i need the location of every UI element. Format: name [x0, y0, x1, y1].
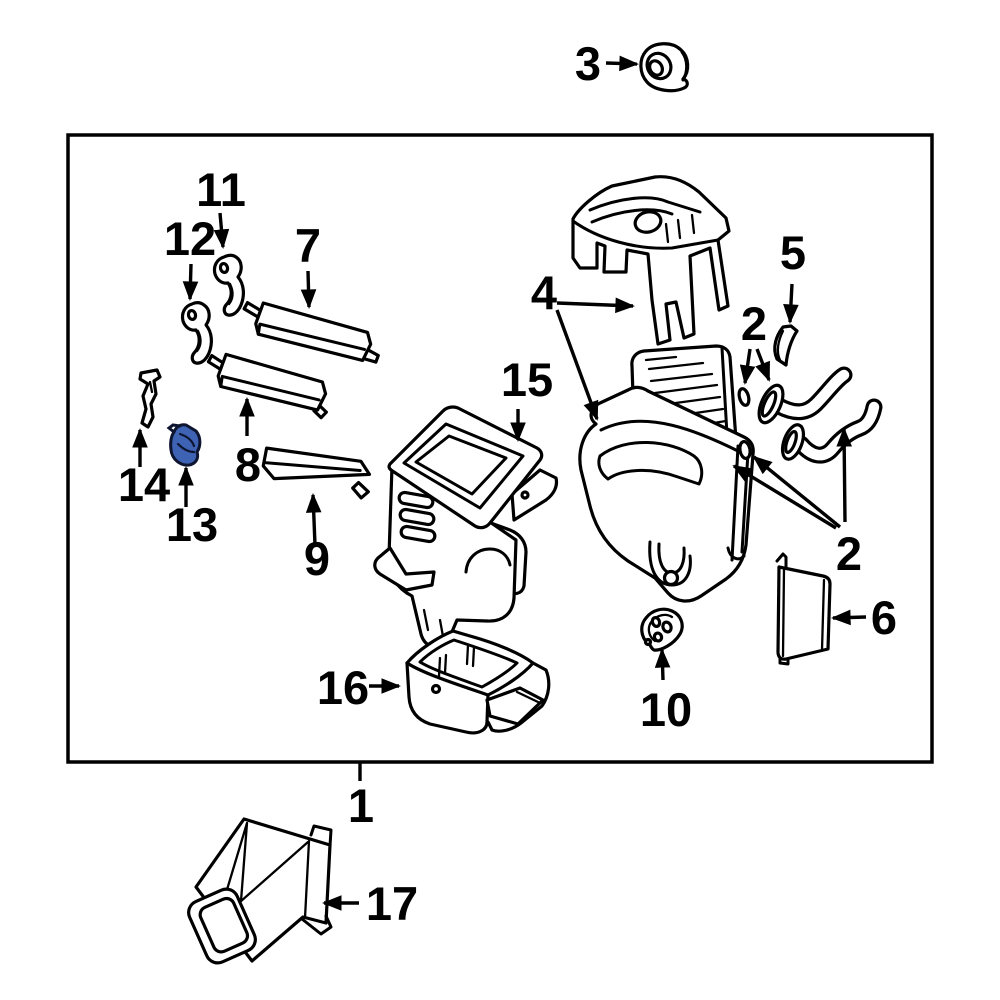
callout-label-15: 15 [501, 353, 553, 406]
arrow-to-part-9 [305, 493, 322, 546]
part-9-door-flap [261, 446, 372, 500]
arrow-to-part-4-case [555, 309, 599, 421]
part-16-lower-case [405, 629, 551, 735]
callout-label-5: 5 [780, 226, 806, 279]
part-7-door-flap [242, 300, 380, 364]
arrow-to-part-5 [783, 283, 799, 324]
part-13-clip-highlighted [166, 423, 202, 467]
callout-label-14: 14 [118, 458, 170, 511]
callout-labels: 3 11 12 7 4 5 2 15 14 13 8 9 2 6 16 10 1… [118, 37, 897, 930]
callout-label-12: 12 [164, 212, 216, 265]
arrow-to-part-12 [182, 263, 199, 301]
arrow-to-part-4-cover [556, 297, 635, 314]
part-14-rod [138, 368, 162, 429]
arrow-to-part-2-case-port [732, 464, 837, 530]
assembly-outline-box [66, 133, 934, 764]
arrow-to-part-2-hose-lower [836, 427, 853, 523]
arrow-to-part-6 [831, 609, 867, 626]
callout-label-9: 9 [304, 532, 330, 585]
callout-label-8: 8 [235, 438, 261, 491]
arrow-to-part-2-oring-lower [752, 455, 842, 529]
callout-label-3: 3 [575, 37, 601, 90]
callout-label-7: 7 [295, 219, 321, 272]
callout-arrows [132, 55, 867, 911]
arrow-to-part-2-oring-upper [739, 348, 756, 385]
part-15-heater-case-left [373, 405, 559, 650]
arrow-to-part-10 [654, 648, 671, 681]
callout-label-10: 10 [640, 683, 692, 736]
arrow-to-part-3 [605, 55, 639, 72]
part-4-case-cover [571, 175, 731, 346]
part-3-grommet [639, 42, 690, 93]
part-8-door-flap [206, 352, 328, 420]
callout-label-6: 6 [871, 591, 897, 644]
part-11-lever [212, 253, 245, 317]
callout-label-2-lower: 2 [836, 527, 862, 580]
callout-label-16: 16 [317, 661, 369, 714]
callout-label-11: 11 [196, 163, 246, 216]
clip-body [169, 423, 202, 467]
part-10-seal-gasket [640, 607, 684, 652]
part-4-heater-case [578, 385, 755, 603]
part-17-duct [187, 817, 333, 965]
arrow-to-part-7 [300, 270, 317, 309]
callout-label-17: 17 [366, 877, 418, 930]
part-5-bracket [773, 324, 799, 367]
callout-label-2-upper: 2 [741, 297, 767, 350]
callout-label-13: 13 [166, 498, 218, 551]
callout-label-4: 4 [531, 266, 557, 319]
part-2-heater-hoses [737, 366, 883, 464]
part-6-door-panel [775, 552, 832, 666]
o-ring-lower [738, 439, 752, 461]
callout-label-1: 1 [348, 779, 374, 832]
arrow-to-part-11 [213, 212, 230, 249]
arrow-to-part-2-hose-upper [755, 348, 771, 382]
o-ring-upper [737, 387, 751, 407]
part-12-lever [180, 301, 213, 365]
